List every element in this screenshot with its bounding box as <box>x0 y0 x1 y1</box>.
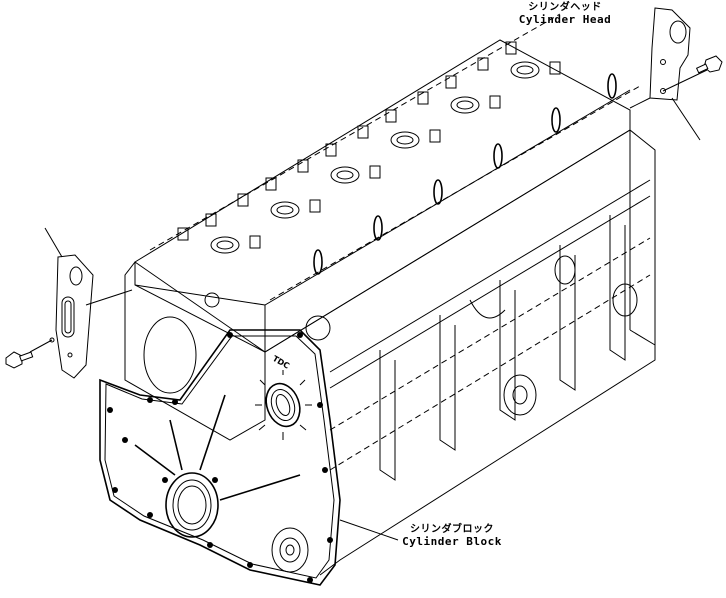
cylinder-block-label-jp: シリンダブロック <box>410 524 494 535</box>
cylinder-head-label-en: Cylinder Head <box>518 13 612 26</box>
cylinder-block-label-en: Cylinder Block <box>402 535 502 548</box>
lifting-bracket-rear <box>629 7 723 141</box>
front-plate-drawing <box>124 261 331 441</box>
tdc-mark: TDC <box>271 354 291 371</box>
bolt-rear <box>695 55 723 74</box>
bolt-front <box>5 351 34 369</box>
callout-cylinder-block: シリンダブロック Cylinder Block <box>392 524 512 548</box>
front-oil-seal <box>255 370 312 440</box>
callout-cylinder-head: シリンダヘッド Cylinder Head <box>510 2 620 26</box>
cylinder-head-label-jp: シリンダヘッド <box>528 2 602 13</box>
lifting-bracket-front <box>5 227 133 379</box>
cylinder-block-drawing <box>264 129 656 576</box>
cylinder-head-drawing <box>134 13 641 353</box>
leader-cylinder-block <box>339 519 399 541</box>
front-gear-cover-drawing: TDC <box>99 329 341 586</box>
